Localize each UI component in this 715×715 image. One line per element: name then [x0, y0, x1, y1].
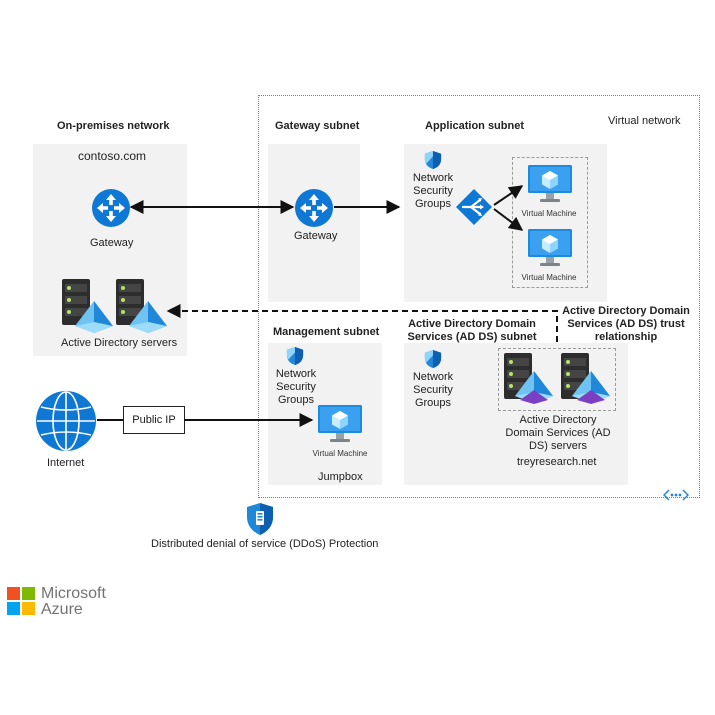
lb-to-vm2-connector [493, 208, 524, 231]
gateway-subnet-heading: Gateway subnet [275, 120, 360, 132]
lb-to-vm1-connector [493, 185, 524, 206]
onprem-domain: contoso.com [78, 149, 147, 163]
app-vm2-label: Virtual Machine [521, 273, 577, 282]
internet-globe-icon [35, 390, 97, 457]
app-subnet-heading: Application subnet [425, 120, 524, 132]
brand-name-line1: Microsoft [41, 585, 106, 602]
app-nsg-label: Network Security Groups [412, 172, 454, 210]
trust-dashed-connector [166, 304, 558, 342]
gateway-subnet-gateway-label: Gateway [294, 230, 338, 242]
trust-relationship-label: Active Directory Domain Services (AD DS)… [562, 305, 690, 343]
onprem-gateway-label: Gateway [90, 237, 134, 249]
vnet-ellipsis-icon [662, 488, 690, 507]
adds-nsg-label: Network Security Groups [412, 371, 454, 409]
adds-domain-label: treyresearch.net [517, 456, 597, 468]
adds-server-group [498, 348, 616, 411]
adds-subnet-heading: Active Directory Domain Services (AD DS)… [407, 318, 537, 343]
mgmt-subnet-heading: Management subnet [273, 326, 380, 338]
virtual-network-boundary [258, 95, 700, 498]
jumpbox-label: Jumpbox [318, 471, 363, 483]
onprem-ad-label: Active Directory servers [61, 337, 178, 349]
onprem-heading: On-premises network [57, 120, 170, 132]
app-subnet-box [404, 144, 607, 302]
brand-name-line2: Azure [41, 601, 83, 618]
mgmt-nsg-label: Network Security Groups [275, 368, 317, 406]
virtual-network-label: Virtual network [608, 115, 681, 127]
public-ip-box: Public IP [123, 406, 185, 434]
app-vm1-label: Virtual Machine [521, 209, 577, 218]
ddos-shield-icon [247, 503, 273, 535]
ddos-label: Distributed denial of service (DDoS) Pro… [151, 538, 379, 550]
internet-label: Internet [47, 457, 85, 469]
adds-servers-label: Active Directory Domain Services (AD DS)… [505, 414, 611, 452]
mgmt-vm-label: Virtual Machine [312, 449, 368, 458]
microsoft-logo-icon [7, 587, 35, 615]
